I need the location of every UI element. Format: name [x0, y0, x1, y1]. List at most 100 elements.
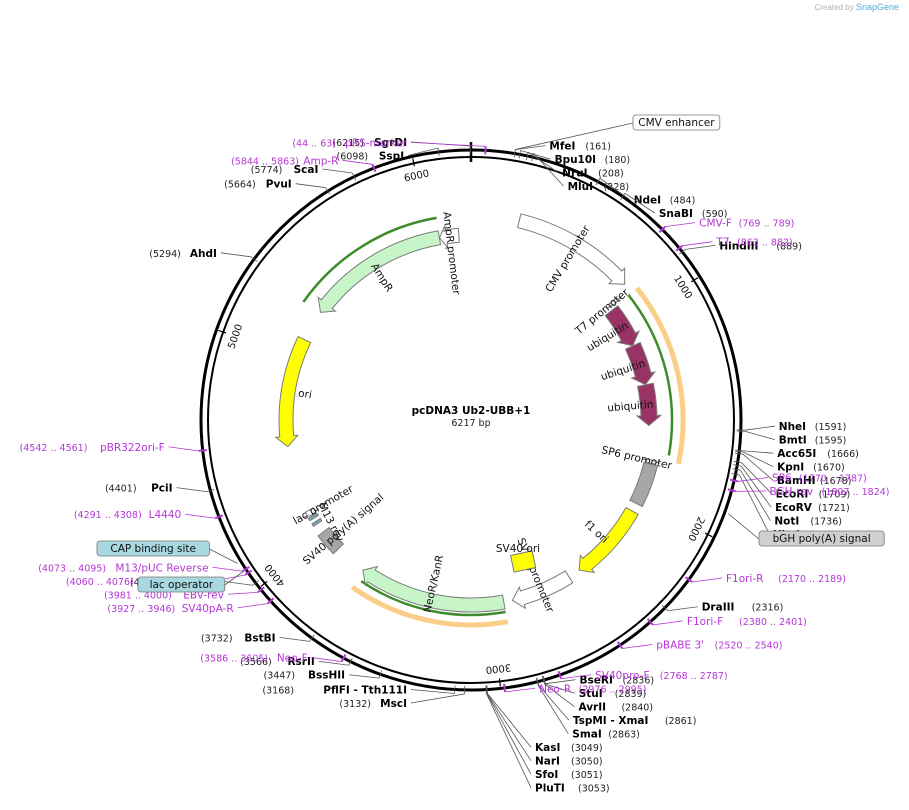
primer-position: (2170 .. 2189)	[778, 574, 846, 585]
primer-marker	[257, 586, 265, 594]
site-name: BstBI	[244, 632, 275, 644]
site-leader	[743, 450, 774, 454]
site-leader	[744, 425, 775, 431]
primer-marker	[684, 576, 693, 583]
primer-leader	[227, 591, 258, 595]
feature-lac-promoter	[303, 507, 319, 518]
site-name: NotI	[774, 516, 799, 528]
plasmid-name: pcDNA3 Ub2-UBB+1	[412, 405, 531, 417]
primer-marker	[730, 478, 739, 483]
site-position: (6098)	[337, 152, 369, 163]
primer-position: (5844 .. 5863)	[231, 156, 299, 167]
feature-f1-ori	[578, 506, 639, 574]
site-leader	[176, 487, 207, 493]
primer-marker	[557, 670, 563, 680]
site-name: NarI	[535, 756, 560, 768]
site-marker	[526, 151, 529, 160]
site-name: BamHI	[777, 475, 816, 487]
site-marker	[518, 150, 521, 159]
site-leader	[520, 150, 551, 160]
site-name: NdeI	[634, 195, 661, 207]
boxed-label-text: bGH poly(A) signal	[773, 533, 871, 545]
site-name: MfeI	[549, 141, 575, 153]
primer-leader	[561, 674, 592, 680]
feature-t7-promoter	[606, 296, 622, 309]
site-position: (208)	[598, 169, 624, 180]
site-position: (889)	[776, 241, 802, 252]
site-marker	[620, 193, 626, 201]
primer-name: SV40pA-R	[182, 603, 234, 615]
primer-leader	[168, 446, 199, 452]
restriction-site-layer: MfeI(161)Bpu10I(180)NruI(208)MluI(228)Nd…	[105, 137, 859, 795]
site-marker	[542, 675, 546, 684]
scale-tick-label: 6000	[403, 168, 430, 184]
site-position: (590)	[702, 209, 728, 220]
site-marker	[348, 657, 353, 666]
primer-name: M13/pUC Reverse	[115, 562, 208, 574]
primer-leader	[622, 644, 653, 649]
primer-name: Amp-R	[303, 155, 338, 167]
site-position: (1678)	[820, 476, 852, 487]
boxed-label-text: CAP binding site	[110, 543, 196, 555]
site-name: BmtI	[779, 435, 807, 447]
feature-label-sv40-ori: SV40 ori	[496, 543, 540, 555]
site-name: SmaI	[572, 729, 602, 741]
primer-marker	[616, 641, 624, 650]
site-leader	[544, 683, 575, 694]
site-leader	[544, 683, 575, 707]
scale-tick	[690, 277, 699, 283]
site-position: (3050)	[571, 757, 603, 768]
scale-tick	[412, 158, 416, 167]
site-position: (3132)	[339, 699, 371, 710]
feature-label-ampr: AmpR	[368, 261, 395, 294]
feature-ampr	[317, 230, 442, 313]
feature-label-ori: ori	[297, 387, 312, 401]
site-name: PciI	[151, 483, 172, 495]
site-position: (2836)	[623, 676, 655, 687]
primer-leader	[185, 513, 216, 519]
site-name: NruI	[562, 168, 587, 180]
site-marker	[206, 489, 215, 493]
site-name: EcoRV	[775, 502, 813, 514]
site-leader	[279, 636, 310, 642]
site-leader	[322, 168, 353, 174]
orf-arc	[634, 286, 686, 465]
site-name: RsrII	[287, 656, 314, 668]
site-marker	[541, 676, 545, 685]
site-name: PflFI - Tth111I	[323, 685, 407, 697]
primer-marker	[646, 618, 654, 626]
feature-label-ubiquitin-3: ubiquitin	[607, 399, 654, 415]
site-name: NheI	[779, 421, 806, 433]
primer-name: T7	[715, 237, 729, 249]
primer-marker	[675, 244, 684, 252]
site-marker	[535, 677, 539, 686]
site-name: AvrII	[578, 702, 606, 714]
site-leader	[295, 183, 326, 189]
primer-leader	[665, 222, 696, 228]
site-marker	[661, 604, 669, 612]
credit-brand: SnapGene	[855, 2, 899, 12]
site-name: KpnI	[777, 462, 804, 474]
orf-arc	[360, 580, 506, 617]
primer-name: SP6	[772, 472, 792, 484]
boxed-label-lac-operator-box	[137, 576, 226, 593]
primer-name: pBABE 3'	[656, 639, 704, 651]
site-position: (228)	[604, 182, 630, 193]
site-position: (161)	[585, 142, 611, 153]
site-position: (1721)	[818, 503, 850, 514]
site-leader	[220, 252, 251, 258]
site-leader	[742, 451, 774, 468]
site-position: (1709)	[819, 490, 851, 501]
primer-position: (2768 .. 2787)	[660, 671, 728, 682]
site-position: (180)	[605, 155, 631, 166]
scale-tick-label: 5000	[226, 323, 245, 351]
site-position: (6215)	[332, 138, 364, 149]
boxed-label-leader	[224, 571, 244, 586]
primer-leader	[652, 620, 683, 626]
site-position: (1595)	[815, 436, 847, 447]
site-leader	[537, 685, 569, 734]
site-marker	[735, 450, 744, 453]
feature-cap-site	[307, 512, 320, 522]
